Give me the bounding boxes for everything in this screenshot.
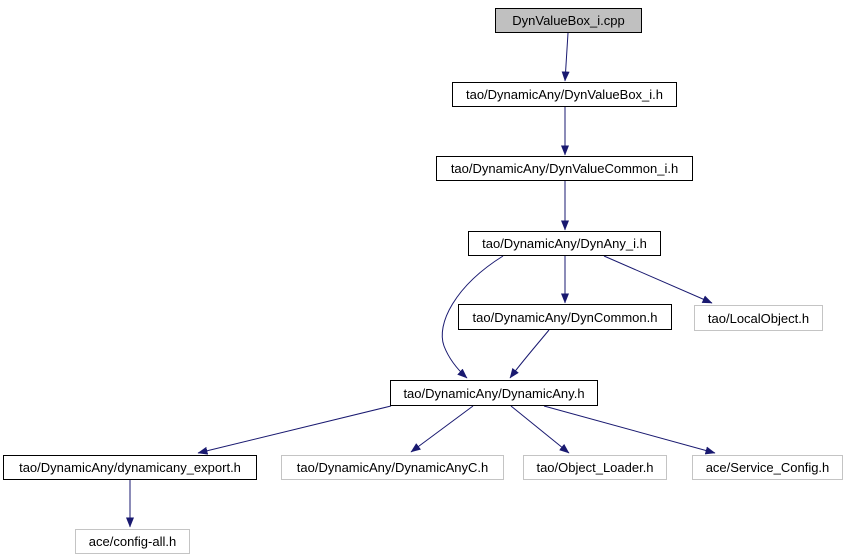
graph-node-label: tao/DynamicAny/DynamicAnyC.h	[296, 460, 489, 475]
graph-node-service-config-h: ace/Service_Config.h	[692, 455, 843, 480]
graph-node-label: ace/Service_Config.h	[705, 460, 830, 475]
edge-dynany-i-h-to-localobject-h	[603, 255, 713, 304]
graph-node-dynamicany-h[interactable]: tao/DynamicAny/DynamicAny.h	[390, 380, 598, 406]
graph-node-label: tao/DynamicAny/DynamicAny.h	[403, 385, 585, 401]
graph-node-dynamicanyc-h: tao/DynamicAny/DynamicAnyC.h	[281, 455, 504, 480]
edge-dynamicany-h-to-service-config-h	[543, 405, 716, 455]
edge-dynvaluebox-cpp-to-dynvaluebox-i-h	[561, 32, 570, 82]
edge-dyncommon-h-to-dynamicany-h	[509, 329, 550, 379]
graph-node-label: tao/DynamicAny/dynamicany_export.h	[19, 460, 241, 475]
graph-node-label: tao/LocalObject.h	[707, 310, 810, 326]
graph-node-dynvaluebox-cpp: DynValueBox_i.cpp	[495, 8, 642, 33]
graph-node-config-all-h: ace/config-all.h	[75, 529, 190, 554]
graph-node-label: DynValueBox_i.cpp	[512, 13, 625, 28]
graph-node-dynvaluecommon-i-h[interactable]: tao/DynamicAny/DynValueCommon_i.h	[436, 156, 693, 181]
graph-node-label: tao/DynamicAny/DynAny_i.h	[482, 236, 647, 251]
graph-node-label: ace/config-all.h	[88, 534, 177, 549]
graph-node-dynamicany-export-h[interactable]: tao/DynamicAny/dynamicany_export.h	[3, 455, 257, 480]
graph-node-label: tao/DynamicAny/DynValueBox_i.h	[465, 87, 664, 102]
graph-node-label: tao/DynamicAny/DynCommon.h	[472, 309, 658, 325]
graph-node-object-loader-h: tao/Object_Loader.h	[523, 455, 667, 480]
edge-dynamicany-h-to-object-loader-h	[510, 405, 570, 454]
edge-dynamicany-h-to-dynamicany-export-h	[197, 405, 392, 455]
edge-dynamicany-h-to-dynamicanyc-h	[410, 405, 474, 453]
graph-node-label: tao/Object_Loader.h	[536, 460, 654, 475]
graph-node-dyncommon-h[interactable]: tao/DynamicAny/DynCommon.h	[458, 304, 672, 330]
graph-node-dynany-i-h[interactable]: tao/DynamicAny/DynAny_i.h	[468, 231, 661, 256]
edge-dynany-i-h-to-dynamicany-h	[441, 255, 504, 379]
graph-node-label: tao/DynamicAny/DynValueCommon_i.h	[450, 161, 679, 176]
graph-node-dynvaluebox-i-h[interactable]: tao/DynamicAny/DynValueBox_i.h	[452, 82, 677, 107]
graph-node-localobject-h: tao/LocalObject.h	[694, 305, 823, 331]
